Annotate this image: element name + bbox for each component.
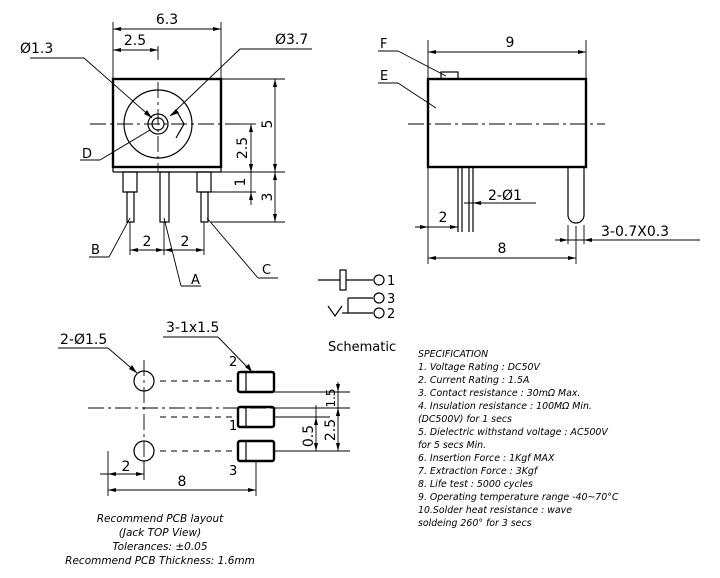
leg-b-lower xyxy=(126,191,135,223)
dim-pin-spacing: 8 xyxy=(498,241,507,257)
dim-pin-size: 3-0.7X0.3 xyxy=(601,224,669,240)
spec-title: SPECIFICATION xyxy=(418,349,488,360)
leg-c-upper xyxy=(196,171,212,193)
schematic-pin1: 1 xyxy=(387,274,395,289)
spec-item: 9. Operating temperature range -40~70°C xyxy=(418,492,619,503)
label-c: C xyxy=(262,263,271,278)
dim-pin-height: 2.5 xyxy=(235,137,251,159)
dim-hole-dia: Ø1.3 xyxy=(20,41,53,57)
pad-label-1: 1 xyxy=(229,419,237,434)
side-rounded-pin xyxy=(567,167,585,224)
dim-length: 9 xyxy=(506,35,515,51)
leader-line xyxy=(169,48,241,117)
leader-line xyxy=(397,82,437,109)
label-a: A xyxy=(191,273,200,288)
pcb-dim-1-5: 1.5 xyxy=(324,388,338,407)
schematic-spring xyxy=(327,305,343,318)
schematic: 1 3 2 Schematic xyxy=(318,269,396,355)
spec-item: 3. Contact resistance : 30mΩ Max. xyxy=(418,388,580,399)
leader-line xyxy=(163,217,182,287)
dim-outer-dia: Ø3.7 xyxy=(275,32,308,48)
leg-c-lower xyxy=(200,191,209,223)
leader-line xyxy=(108,217,131,258)
label-e: E xyxy=(380,69,388,84)
pcb-pad-2 xyxy=(236,370,276,394)
pad-label-2: 2 xyxy=(229,355,237,370)
dim-width: 6.3 xyxy=(156,12,178,28)
pcb-hole-bottom xyxy=(133,440,155,462)
schematic-pin2: 2 xyxy=(387,307,395,322)
dim-offset: 2.5 xyxy=(124,33,146,49)
label-f: F xyxy=(380,37,387,52)
front-body-outline xyxy=(111,77,223,169)
spec-item: 6. Insertion Force : 1Kgf MAX xyxy=(418,453,555,464)
label-b: B xyxy=(91,243,100,258)
spec-item: 10.Solder heat resistance : wave xyxy=(418,505,572,516)
pcb-dim-8: 8 xyxy=(178,474,187,490)
note-line-4: Recommend PCB Thickness: 1.6mm xyxy=(65,555,255,567)
dim-side-offset: 2 xyxy=(439,210,448,226)
spec-item: 2. Current Rating : 1.5A xyxy=(418,375,529,386)
pcb-notes: Recommend PCB layout (Jack TOP View) Tol… xyxy=(65,513,255,567)
spec-item: (DC500V) for 1 secs xyxy=(418,414,512,425)
front-view: 6.3 2.5 Ø1.3 Ø3.7 D 5 2.5 xyxy=(20,12,312,288)
dim-pitch-left: 2 xyxy=(143,234,152,250)
schematic-pin3: 3 xyxy=(387,292,395,307)
spec-item: 5. Dielectric withstand voltage : AC500V xyxy=(418,427,608,438)
spec-item: for 5 secs Min. xyxy=(418,440,486,451)
pcb-hole-spec: 2-Ø1.5 xyxy=(60,332,107,348)
dim-leg-length: 3 xyxy=(260,193,276,202)
dim-pitch-right: 2 xyxy=(181,234,190,250)
label-d: D xyxy=(82,147,92,162)
leader-line xyxy=(83,57,153,119)
schematic-pin-body xyxy=(339,269,347,291)
side-tab xyxy=(440,71,459,80)
specification-block: SPECIFICATION 1. Voltage Rating : DC50V … xyxy=(418,349,619,529)
note-line-3: Tolerances: ±0.05 xyxy=(112,541,207,553)
pcb-dim-2: 2 xyxy=(122,459,131,475)
spec-item: 8. Life test : 5000 cycles xyxy=(418,479,533,490)
spec-item: 1. Voltage Rating : DC50V xyxy=(418,362,540,373)
side-view: 9 F E 2-Ø1 2 8 xyxy=(378,35,700,264)
pcb-dim-0-5: 0.5 xyxy=(301,425,317,447)
pcb-hole-top xyxy=(133,370,155,392)
side-body-outline xyxy=(426,77,588,169)
pcb-pad-spec: 3-1x1.5 xyxy=(166,320,219,336)
leader-line xyxy=(397,50,447,77)
dim-hole-spec: 2-Ø1 xyxy=(488,188,522,204)
schematic-title: Schematic xyxy=(328,340,396,355)
schematic-terminal-2 xyxy=(373,307,385,319)
note-line-2: (Jack TOP View) xyxy=(119,527,201,539)
note-line-1: Recommend PCB layout xyxy=(97,513,224,525)
pcb-layout: 2 1 3 2-Ø1.5 3-1x1.5 1.5 2.5 0.5 xyxy=(58,320,350,496)
pad-label-3: 3 xyxy=(229,464,237,479)
leg-b-upper xyxy=(122,171,138,193)
spec-item: 7. Extraction Force : 3Kgf xyxy=(418,466,539,477)
dim-step: 1 xyxy=(233,178,249,187)
spec-item: 4. Insulation resistance : 100MΩ Min. xyxy=(418,401,592,412)
pcb-pad-3 xyxy=(236,439,276,463)
spec-item: soldeing 260° for 3 secs xyxy=(418,518,532,529)
pcb-dim-2-5: 2.5 xyxy=(323,419,339,441)
schematic-terminal-1 xyxy=(373,274,385,286)
leader-line xyxy=(206,217,259,279)
leg-a xyxy=(159,171,170,223)
schematic-terminal-3 xyxy=(373,292,385,304)
dim-height: 5 xyxy=(260,120,276,129)
pcb-pad-1 xyxy=(236,405,276,429)
leader-line xyxy=(99,129,151,161)
